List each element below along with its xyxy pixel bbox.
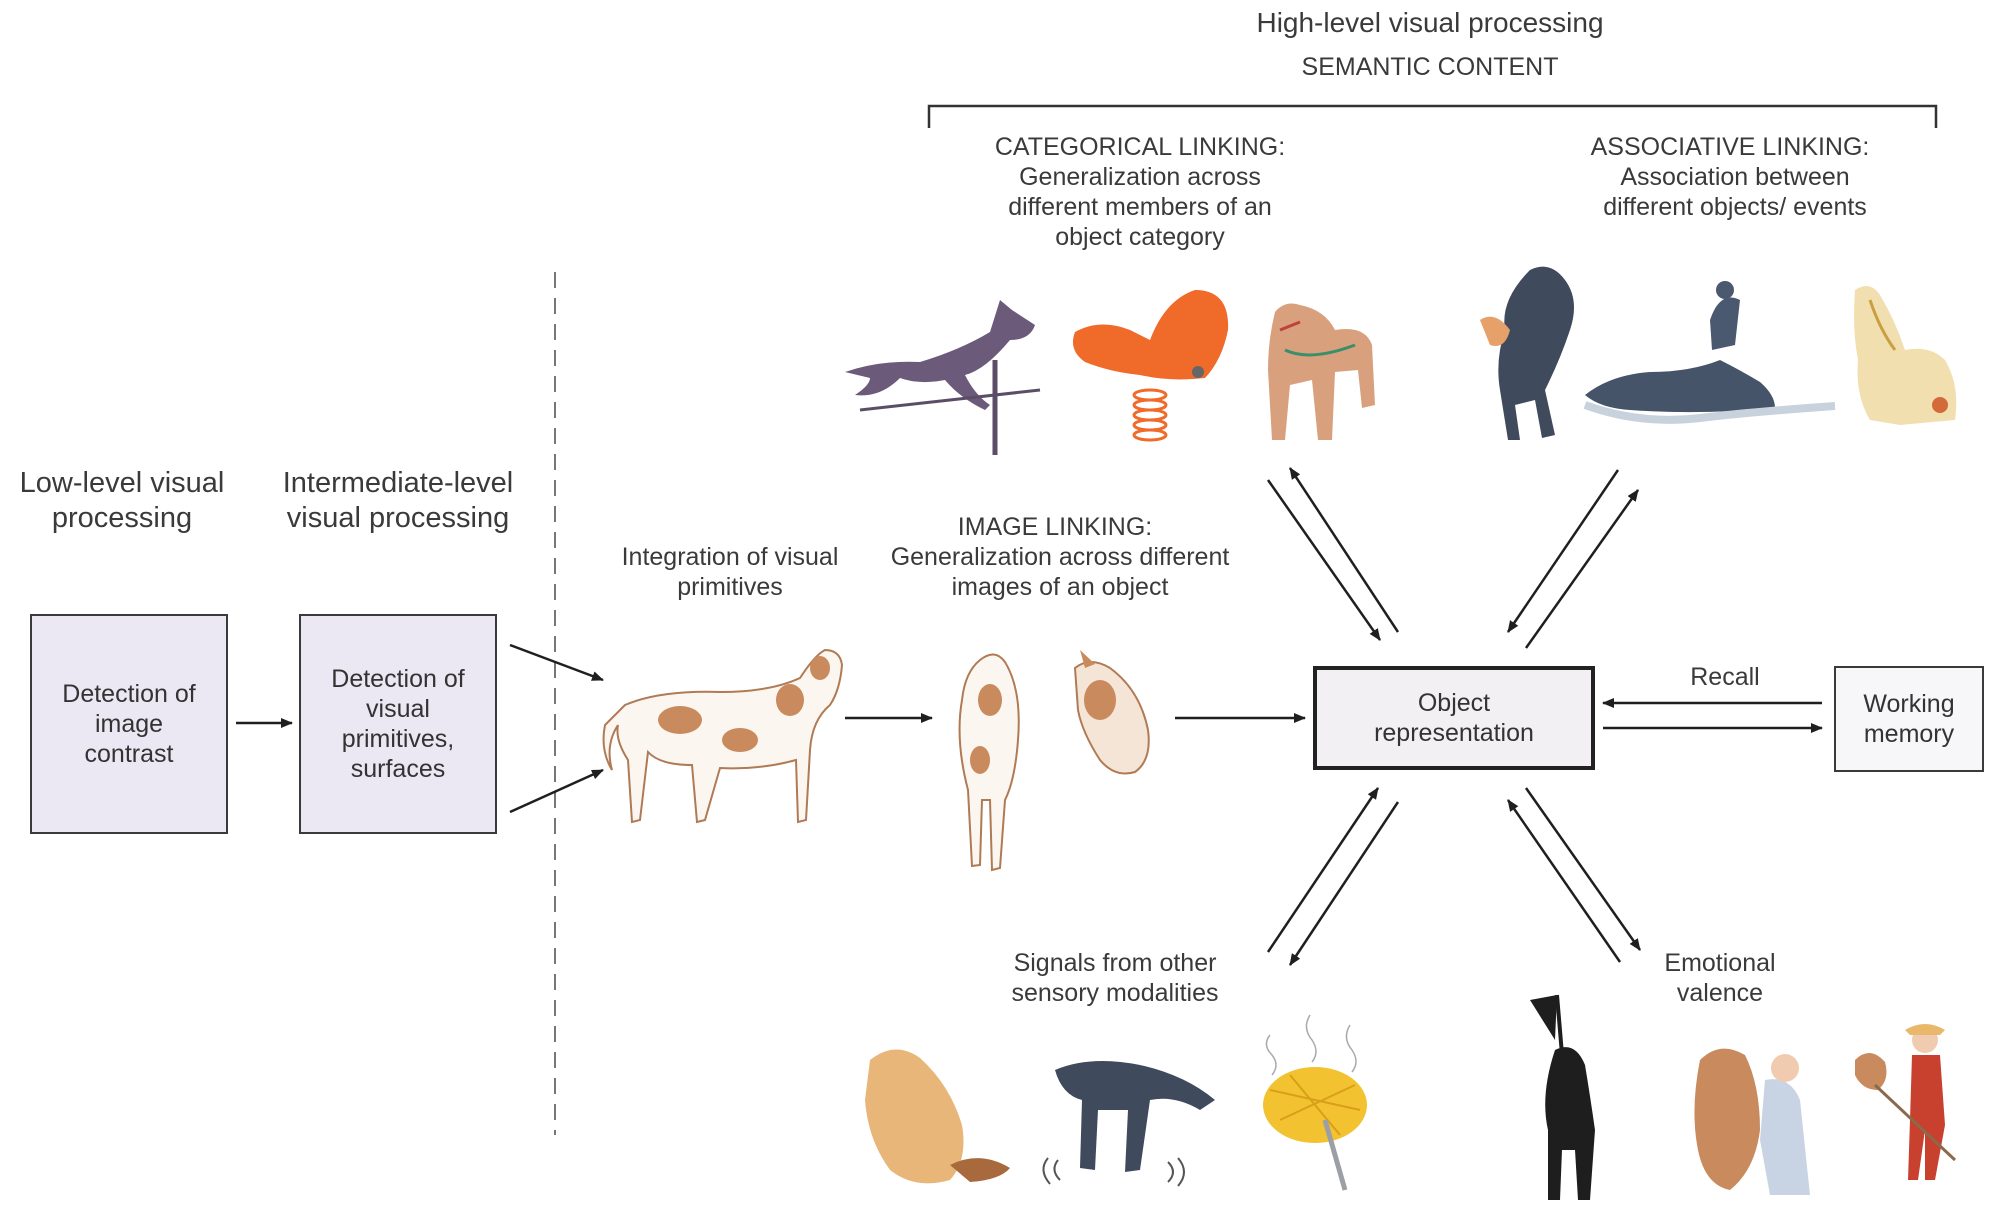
horse-nose-hand-illustration	[865, 1049, 1010, 1184]
image-linking-title: IMAGE LINKING:	[957, 513, 1153, 541]
header-title: High-level visual processing	[1256, 7, 1604, 38]
intermediate-level-label: Intermediate-level visual processing	[282, 467, 514, 534]
working-memory-box: Working memory	[1834, 666, 1984, 772]
image-linking-desc: Generalization across different images o…	[890, 543, 1230, 601]
arrow-primitives-to-integration-upper	[509, 643, 604, 682]
girl-hugging-horse-illustration	[1694, 1048, 1810, 1195]
arrow-object-to-associative	[1524, 489, 1640, 649]
child-hobby-horse-illustration	[1855, 1024, 1957, 1180]
associative-linking-title: ASSOCIATIVE LINKING:	[1590, 133, 1870, 161]
arrow-object-to-categorical	[1288, 467, 1400, 633]
contrast-detection-label: Detection of image contrast	[62, 680, 196, 768]
arrow-associative-to-object	[1506, 469, 1620, 633]
galloping-legs-illustration	[1042, 1061, 1215, 1187]
arrow-categorical-to-object	[1266, 479, 1382, 641]
categorical-linking-desc: Generalization across different members …	[1008, 163, 1272, 251]
sensory-modalities-label: Signals from other sensory modalities	[1011, 949, 1219, 1007]
horse-rear-illustration	[958, 653, 1020, 872]
dark-knight-illustration	[1530, 994, 1595, 1200]
weathervane-illustration	[845, 300, 1041, 455]
object-representation-label: Object representation	[1374, 689, 1534, 747]
semantic-bracket	[927, 104, 1938, 128]
associative-linking-desc: Association between different objects/ e…	[1603, 163, 1867, 221]
object-representation-box: Object representation	[1313, 666, 1595, 770]
recall-label: Recall	[1690, 663, 1760, 691]
carousel-horse-illustration	[1854, 286, 1957, 425]
hay-fork-illustration	[1263, 1014, 1367, 1191]
arrow-emotional-to-object	[1506, 799, 1622, 963]
primitives-detection-label: Detection of visual primitives, surfaces	[331, 665, 465, 783]
emotional-valence-label: Emotional valence	[1664, 949, 1776, 1007]
rider-in-water-illustration	[1583, 281, 1836, 424]
primitives-detection-box: Detection of visual primitives, surfaces	[299, 614, 497, 834]
arrow-primitives-to-integration-lower	[509, 768, 604, 814]
header-subtitle: SEMANTIC CONTENT	[1301, 53, 1559, 81]
arrow-object-to-sensory	[1288, 801, 1400, 966]
rearing-horse-illustration	[1480, 266, 1574, 440]
low-level-label: Low-level visual processing	[19, 467, 225, 534]
integration-label: Integration of visual primitives	[621, 543, 839, 601]
horse-head-illustration	[1073, 650, 1150, 775]
working-memory-label: Working memory	[1863, 690, 1955, 748]
arrow-sensory-to-object	[1266, 787, 1380, 953]
spring-horse-illustration	[1072, 290, 1229, 442]
paint-horse-illustration	[602, 648, 844, 824]
arrow-object-to-emotional	[1524, 787, 1642, 951]
categorical-linking-title: CATEGORICAL LINKING:	[994, 133, 1286, 161]
contrast-detection-box: Detection of image contrast	[30, 614, 228, 834]
dala-horse-illustration	[1268, 303, 1375, 440]
